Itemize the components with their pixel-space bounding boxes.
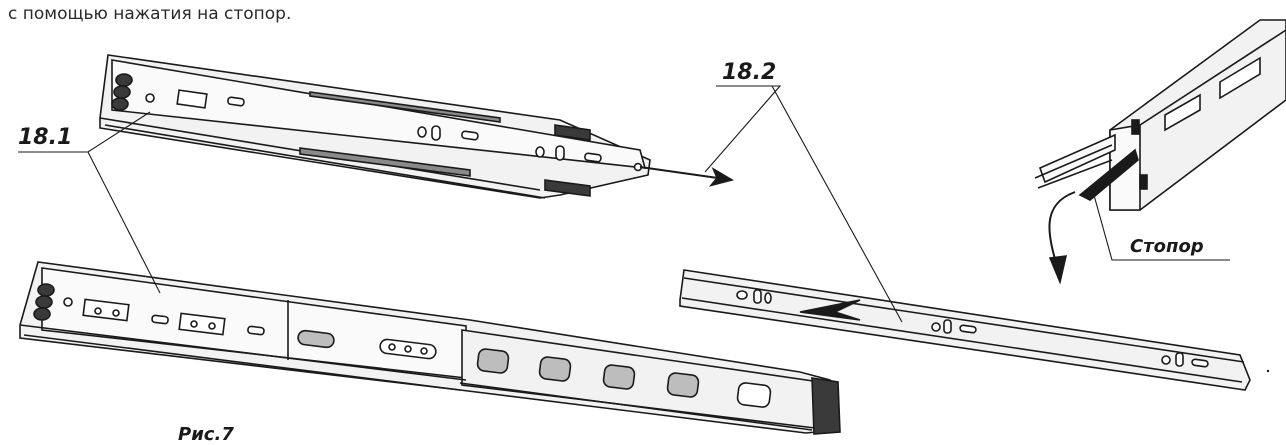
- intro-text: с помощью нажатия на стопор.: [8, 4, 292, 24]
- label-18-2: 18.2: [722, 60, 777, 85]
- leader-18-2-lower: [771, 85, 903, 323]
- top-slide-dark-block-2: [544, 179, 591, 197]
- loose-member-latch: [799, 299, 861, 321]
- top-slide-dark-block-1: [554, 124, 591, 141]
- figure-caption: Рис.7: [178, 424, 234, 445]
- pull-arrow: [639, 166, 734, 187]
- leader-lines: [18, 85, 1230, 323]
- top-slide-assembly: [99, 54, 651, 199]
- stopper-detail-openings: [1164, 56, 1261, 132]
- label-18-1: 18.1: [18, 125, 73, 150]
- label-stopper: Стопор: [1130, 236, 1204, 257]
- loose-inner-member: [679, 269, 1251, 391]
- top-slide-bumper: [111, 73, 133, 111]
- bottom-slide-assembly: [19, 261, 841, 435]
- leader-stopper: [1091, 187, 1230, 261]
- stopper-lever: [1078, 148, 1139, 201]
- bottom-slide-bumper: [33, 283, 55, 321]
- leader-18-2: [704, 85, 782, 173]
- top-slide-grey-strip-1: [309, 91, 501, 123]
- bottom-slide-end-cap: [811, 377, 841, 435]
- top-slide-grey-strip-2: [299, 147, 471, 177]
- leader-18-1-lower: [87, 151, 161, 294]
- stopper-detail: [1034, 19, 1286, 285]
